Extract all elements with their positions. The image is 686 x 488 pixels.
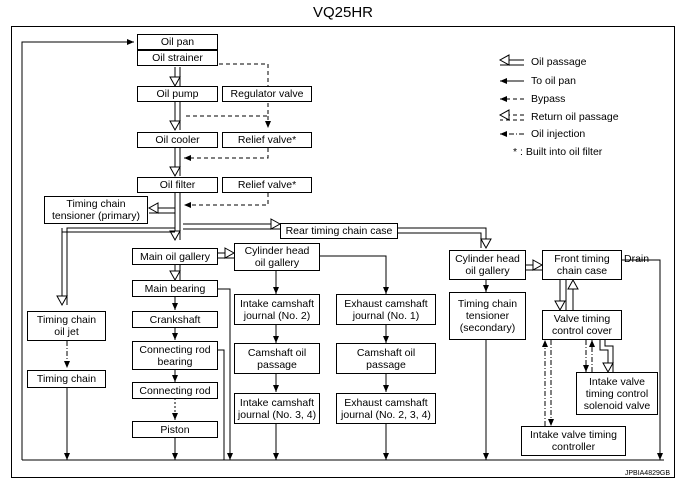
tensioner-secondary-box: Timing chain tensioner (secondary) (449, 292, 526, 340)
drain-label: Drain (624, 253, 650, 265)
relief-valve-box-2: Relief valve* (222, 177, 312, 193)
camshaft-oil-passage-right-box: Camshaft oil passage (336, 343, 436, 374)
tensioner-primary-box: Timing chain tensioner (primary) (44, 196, 148, 224)
legend-to-oil-pan: To oil pan (531, 75, 576, 87)
rear-timing-chain-case-box: Rear timing chain case (280, 223, 398, 239)
oil-pan-box: Oil pan (137, 34, 218, 50)
crankshaft-box: Crankshaft (132, 311, 218, 328)
legend-oil-injection: Oil injection (531, 128, 586, 140)
intake-camshaft-journal-2-box: Intake camshaft journal (No. 2) (234, 294, 320, 325)
diagram-title: VQ25HR (312, 4, 374, 21)
camshaft-oil-passage-left-box: Camshaft oil passage (234, 343, 320, 374)
connecting-rod-bearing-box: Connecting rod bearing (132, 341, 218, 370)
diagram-frame (11, 26, 675, 478)
legend-oil-passage: Oil passage (531, 56, 587, 68)
timing-chain-box: Timing chain (27, 370, 106, 388)
exhaust-camshaft-journal-234-box: Exhaust camshaft journal (No. 2, 3, 4) (336, 393, 436, 424)
intake-valve-timing-solenoid-box: Intake valve timing control solenoid val… (576, 372, 658, 415)
legend-bypass: Bypass (531, 93, 566, 105)
legend-return-oil-passage: Return oil passage (531, 111, 619, 123)
main-bearing-box: Main bearing (132, 280, 218, 297)
cylinder-head-gallery-left-box: Cylinder head oil gallery (234, 243, 320, 271)
main-oil-gallery-box: Main oil gallery (132, 248, 218, 265)
intake-valve-timing-controller-box: Intake valve timing controller (521, 426, 626, 456)
cylinder-head-gallery-right-box: Cylinder head oil gallery (449, 250, 526, 280)
front-timing-chain-case-box: Front timing chain case (542, 250, 622, 280)
relief-valve-box-1: Relief valve* (222, 132, 312, 148)
exhaust-camshaft-journal-1-box: Exhaust camshaft journal (No. 1) (336, 294, 436, 325)
oil-cooler-box: Oil cooler (137, 132, 218, 148)
oil-strainer-box: Oil strainer (137, 50, 218, 66)
connecting-rod-box: Connecting rod (132, 382, 218, 399)
intake-camshaft-journal-34-box: Intake camshaft journal (No. 3, 4) (234, 393, 320, 424)
legend-note: * : Built into oil filter (513, 146, 603, 158)
legend-symbols (498, 54, 524, 137)
timing-chain-oil-jet-box: Timing chain oil jet (27, 311, 106, 341)
oil-filter-box: Oil filter (137, 177, 218, 193)
regulator-valve-box: Regulator valve (222, 86, 312, 102)
piston-box: Piston (132, 421, 218, 438)
figure-code: JPBIA4829GB (624, 470, 670, 477)
valve-timing-control-cover-box: Valve timing control cover (542, 310, 622, 340)
oil-pump-box: Oil pump (137, 86, 218, 102)
